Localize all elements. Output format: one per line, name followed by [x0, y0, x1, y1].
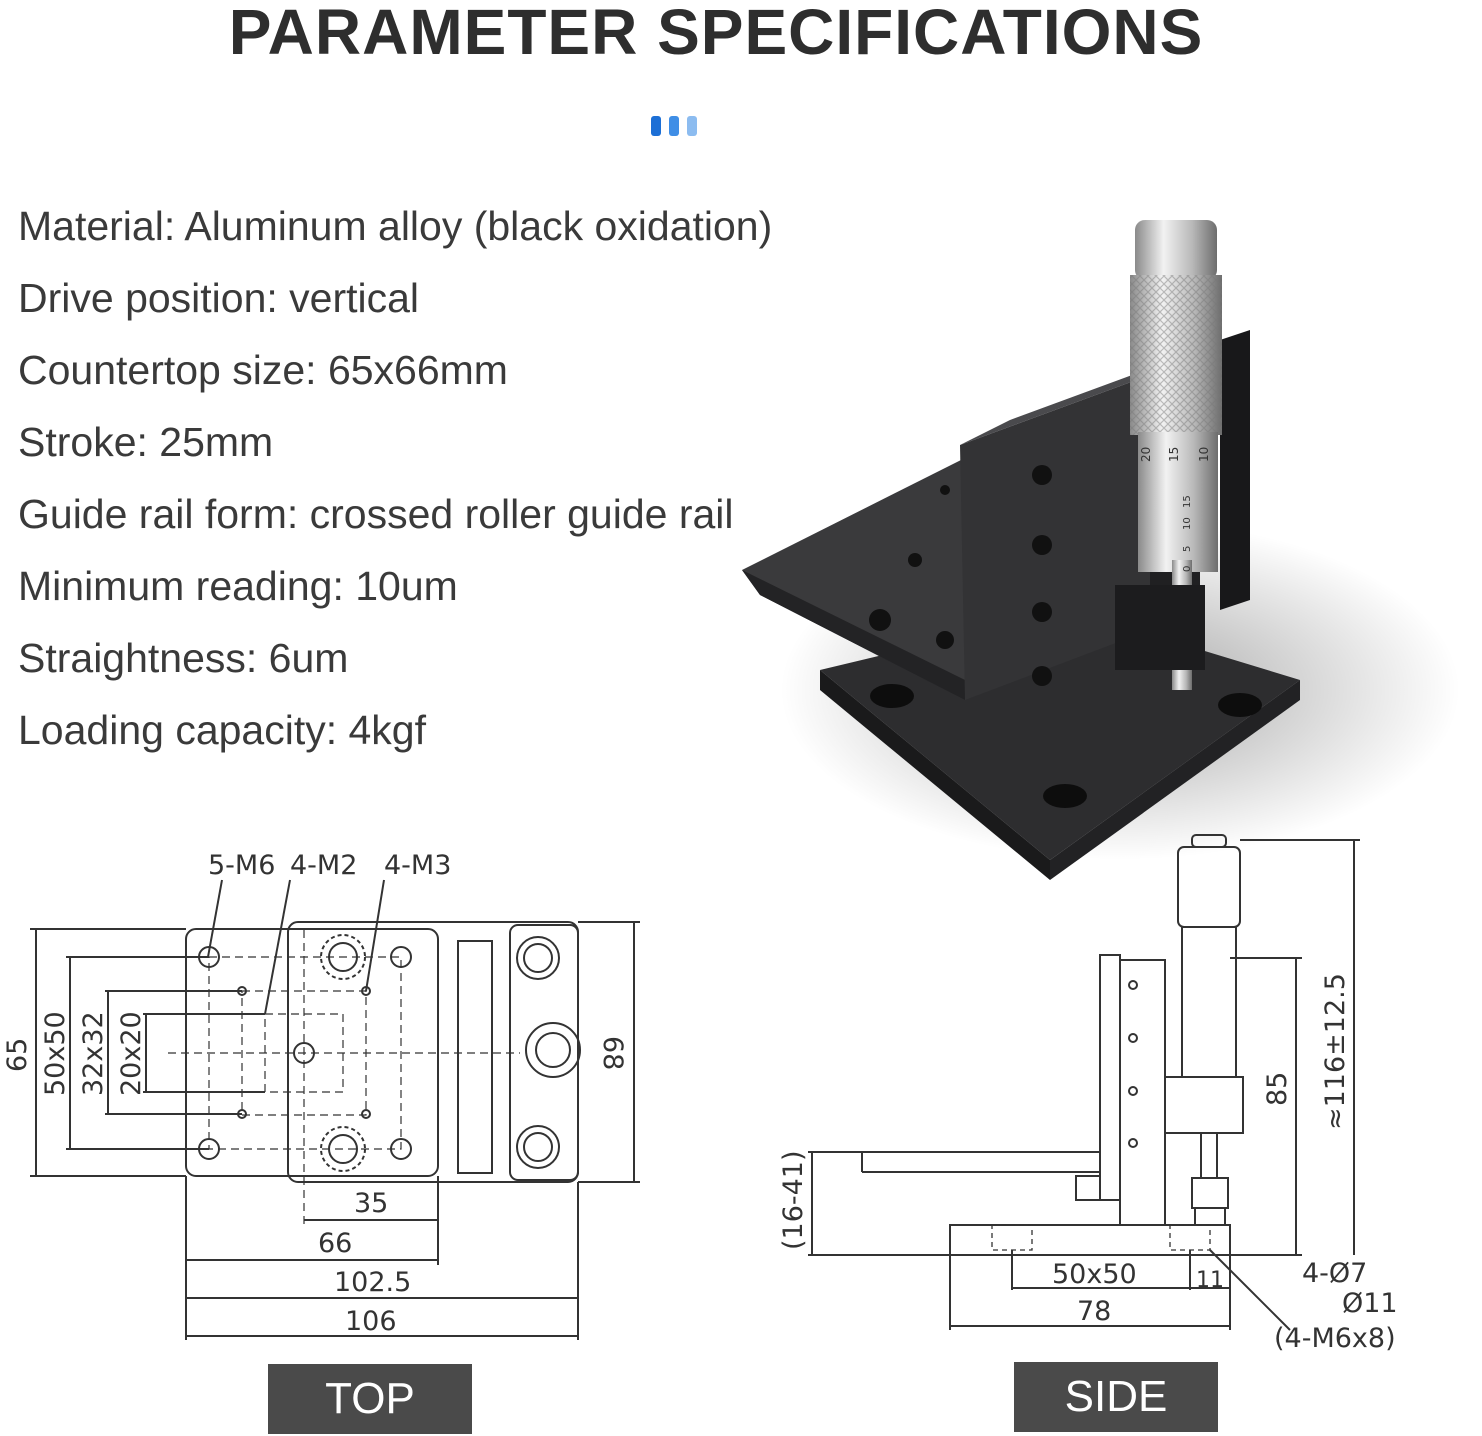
- dim-16-41: (16-41): [778, 1150, 809, 1250]
- side-view-label: SIDE: [1014, 1362, 1218, 1432]
- dim-50x50: 50x50: [40, 1011, 71, 1096]
- dim-66: 66: [318, 1228, 352, 1259]
- dim-20x20: 20x20: [116, 1011, 147, 1096]
- page-title: PARAMETER SPECIFICATIONS: [228, 0, 1204, 68]
- micrometer-scale-10: 10: [1197, 447, 1211, 462]
- dim-65: 65: [2, 1038, 33, 1072]
- spec-list: Material: Aluminum alloy (black oxidatio…: [18, 190, 772, 766]
- dim-11: 11: [1196, 1268, 1224, 1293]
- accent-dots: [651, 116, 697, 136]
- spec-straightness: Straightness: 6um: [18, 635, 349, 681]
- dim-35: 35: [354, 1188, 388, 1219]
- dim-4-m6x8: (4-M6x8): [1274, 1323, 1396, 1354]
- micrometer-scale-20: 20: [1139, 447, 1153, 462]
- dim-o11: Ø11: [1342, 1288, 1398, 1319]
- callout-4-m3: 4-M3: [384, 850, 451, 881]
- technical-drawings: 5-M6 4-M2 4-M3 65 50x50 32x32 20x20 68 3…: [2, 834, 1398, 1354]
- micrometer-scale-0: 0: [1182, 566, 1193, 572]
- micrometer-scale-15b: 15: [1182, 495, 1193, 508]
- callout-4-m2: 4-M2: [290, 850, 357, 881]
- dim-102-5: 102.5: [334, 1267, 411, 1298]
- dim-78: 78: [1077, 1296, 1111, 1327]
- spec-minimum-reading: Minimum reading: 10um: [18, 563, 458, 609]
- dim-4-o7: 4-Ø7: [1302, 1258, 1367, 1289]
- product-photo: 20 15 10 0 5 10 15: [742, 220, 1460, 880]
- spec-stroke: Stroke: 25mm: [18, 419, 274, 465]
- accent-dot-3: [687, 116, 697, 136]
- dim-85: 85: [1262, 1072, 1293, 1106]
- callout-5-m6: 5-M6: [208, 850, 275, 881]
- accent-dot-1: [651, 116, 661, 136]
- accent-dot-2: [669, 116, 679, 136]
- dim-116: ≈116±12.5: [1320, 973, 1351, 1130]
- micrometer-scale-15: 15: [1167, 447, 1181, 462]
- spec-loading-capacity: Loading capacity: 4kgf: [18, 707, 426, 753]
- dim-32x32: 32x32: [78, 1011, 109, 1096]
- spec-drive-position: Drive position: vertical: [18, 275, 420, 321]
- micrometer-scale-10b: 10: [1182, 517, 1193, 530]
- micrometer-scale-5: 5: [1182, 546, 1193, 552]
- dim-68: 68: [597, 1036, 628, 1070]
- spec-countertop-size: Countertop size: 65x66mm: [18, 347, 508, 393]
- spec-material: Material: Aluminum alloy (black oxidatio…: [18, 203, 773, 249]
- top-view-label: TOP: [268, 1364, 472, 1434]
- dim-side-50x50: 50x50: [1052, 1259, 1137, 1290]
- dim-106: 106: [345, 1306, 397, 1337]
- spec-guide-rail: Guide rail form: crossed roller guide ra…: [18, 491, 734, 537]
